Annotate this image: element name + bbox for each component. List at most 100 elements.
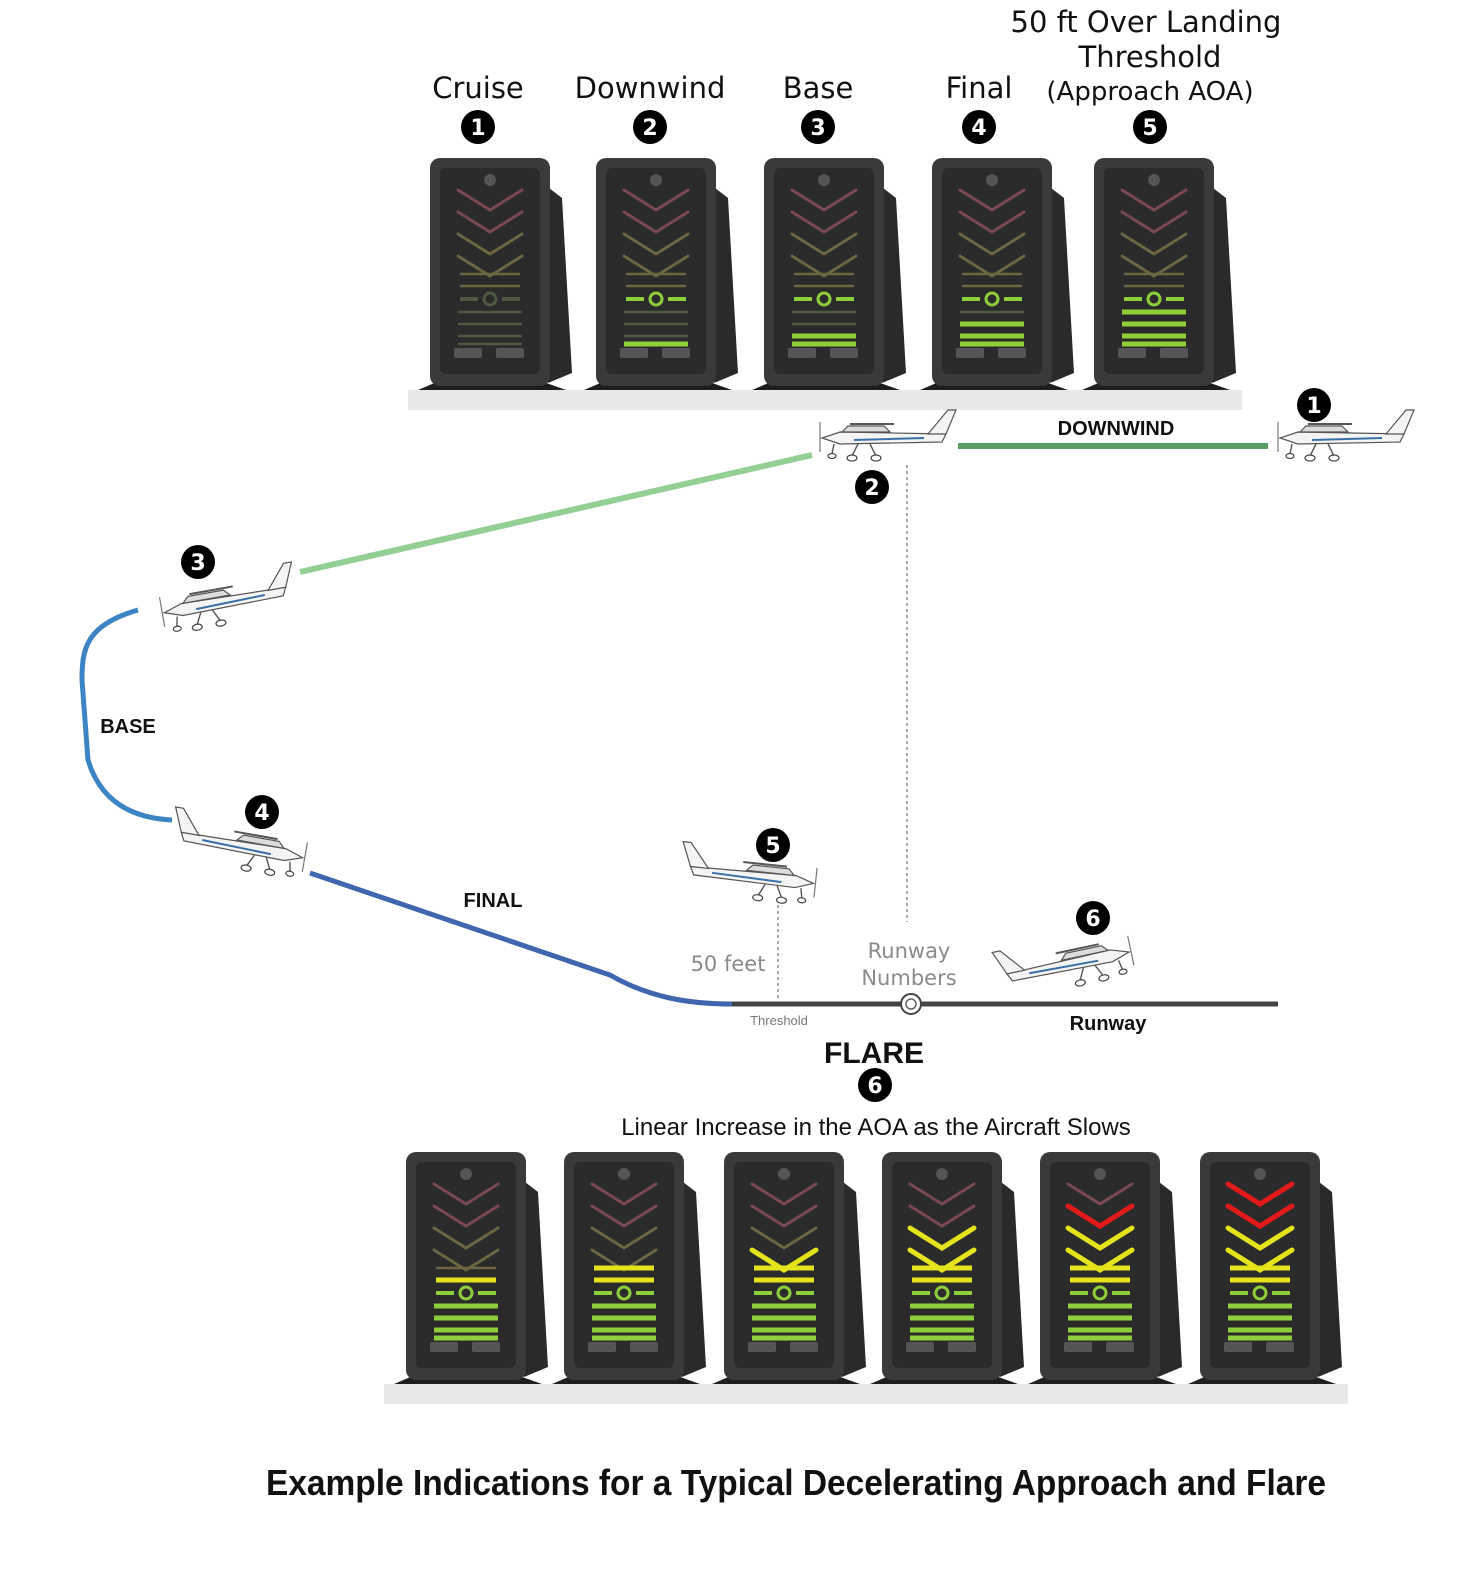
cruise-label: Cruise	[432, 71, 524, 105]
threshold-label-line2: Threshold	[1078, 40, 1222, 74]
path-marker-5: 5	[756, 828, 790, 862]
flare-subtitle: Linear Increase in the AOA as the Aircra…	[621, 1114, 1131, 1141]
aoa-chevron	[622, 254, 690, 278]
aoa-chevron	[1120, 232, 1188, 256]
final-leg-label: FINAL	[464, 890, 523, 912]
aoa-chevron	[456, 210, 524, 234]
flare-marker-6: 6	[858, 1068, 892, 1102]
aoa-chevron	[1120, 188, 1188, 212]
aoa-chevron	[790, 232, 858, 256]
top-marker-1-text: 1	[470, 116, 485, 141]
aoa-chevron	[1120, 254, 1188, 278]
airplane-downwind-icon	[819, 409, 957, 462]
aoa-donut	[984, 291, 1000, 307]
indicator-downwind	[574, 158, 744, 410]
aoa-chevron	[958, 188, 1026, 212]
aoa-chevron	[750, 1182, 818, 1206]
aoa-donut	[816, 291, 832, 307]
aoa-chevron	[958, 210, 1026, 234]
airplane-final-icon	[165, 805, 311, 882]
aoa-chevron	[750, 1226, 818, 1250]
path-marker-3: 3	[181, 545, 215, 579]
runway-label: Runway	[1070, 1013, 1148, 1035]
airplane-cruise-icon	[1277, 409, 1415, 462]
aoa-donut	[776, 1285, 792, 1301]
aoa-chevron	[1225, 1203, 1295, 1229]
top-marker-2-text: 2	[642, 116, 657, 141]
aoa-donut	[1252, 1285, 1268, 1301]
indicator-flare-2	[542, 1152, 712, 1404]
aoa-chevron	[1065, 1203, 1135, 1229]
indicator-flare-3	[702, 1152, 872, 1404]
aoa-chevron	[456, 188, 524, 212]
base-leg-label: BASE	[100, 716, 156, 738]
aoa-chevron	[432, 1204, 500, 1228]
aoa-chevron	[456, 232, 524, 256]
aoa-chevron	[790, 210, 858, 234]
indicator-flare-4	[860, 1152, 1030, 1404]
aoa-chevron	[590, 1226, 658, 1250]
aoa-chevron	[1225, 1225, 1295, 1251]
aoa-chevron	[1120, 210, 1188, 234]
indicator-flare-1	[384, 1152, 554, 1404]
aoa-chevron	[908, 1182, 976, 1206]
indicator-flare-5	[1018, 1152, 1188, 1404]
top-marker-4-text: 4	[971, 116, 986, 141]
final-leg	[309, 870, 733, 1007]
top-marker-5: 5	[1133, 110, 1167, 144]
top-indicator-row	[408, 158, 1242, 410]
top-marker-3-text: 3	[810, 116, 825, 141]
aoa-chevron	[790, 254, 858, 278]
aoa-donut	[616, 1285, 632, 1301]
indicator-flare-6	[1178, 1152, 1348, 1404]
threshold-runway-label: Threshold	[750, 1013, 808, 1028]
descent-leg	[299, 452, 813, 575]
indicator-cruise	[408, 158, 578, 410]
path-marker-4-text: 4	[254, 801, 269, 826]
aoa-chevron	[432, 1226, 500, 1250]
runway-numbers-marker-inner	[905, 998, 917, 1010]
threshold-label-line1: 50 ft Over Landing	[1011, 5, 1282, 39]
top-marker-5-text: 5	[1142, 116, 1157, 141]
airplane-base-icon	[156, 560, 302, 637]
path-marker-1-text: 1	[1306, 394, 1321, 419]
aoa-chevron	[790, 188, 858, 212]
aoa-chevron	[1225, 1181, 1295, 1207]
path-marker-5-text: 5	[765, 834, 780, 859]
aoa-chevron	[432, 1182, 500, 1206]
figure-caption: Example Indications for a Typical Decele…	[266, 1462, 1326, 1503]
path-marker-4: 4	[245, 795, 279, 829]
path-marker-1: 1	[1297, 388, 1331, 422]
aoa-chevron	[622, 232, 690, 256]
aoa-donut	[1146, 291, 1162, 307]
aoa-donut	[458, 1285, 474, 1301]
path-marker-2-text: 2	[864, 476, 879, 501]
aoa-chevron	[622, 210, 690, 234]
base-label: Base	[783, 71, 854, 105]
indicator-base	[742, 158, 912, 410]
indicator-threshold	[1072, 158, 1242, 410]
aoa-chevron	[907, 1225, 977, 1251]
aoa-donut	[648, 291, 664, 307]
top-marker-4: 4	[962, 110, 996, 144]
indicator-final	[910, 158, 1080, 410]
fifty-feet-label: 50 feet	[691, 952, 766, 976]
aoa-chevron	[908, 1204, 976, 1228]
top-marker-3: 3	[801, 110, 835, 144]
aoa-chevron	[456, 254, 524, 278]
path-marker-6-text: 6	[1085, 907, 1100, 932]
downwind-leg-label: DOWNWIND	[1058, 418, 1175, 440]
final-label: Final	[946, 71, 1013, 105]
aoa-chevron	[432, 1248, 500, 1272]
base-leg	[79, 607, 173, 823]
aoa-donut	[1092, 1285, 1108, 1301]
aoa-chevron	[590, 1204, 658, 1228]
aoa-donut	[482, 291, 498, 307]
threshold-label-line3: (Approach AOA)	[1046, 77, 1253, 107]
aoa-chevron	[1065, 1225, 1135, 1251]
aoa-donut	[934, 1285, 950, 1301]
aoa-chevron	[958, 232, 1026, 256]
aoa-chevron	[1066, 1182, 1134, 1206]
flare-title: FLARE	[824, 1037, 924, 1070]
